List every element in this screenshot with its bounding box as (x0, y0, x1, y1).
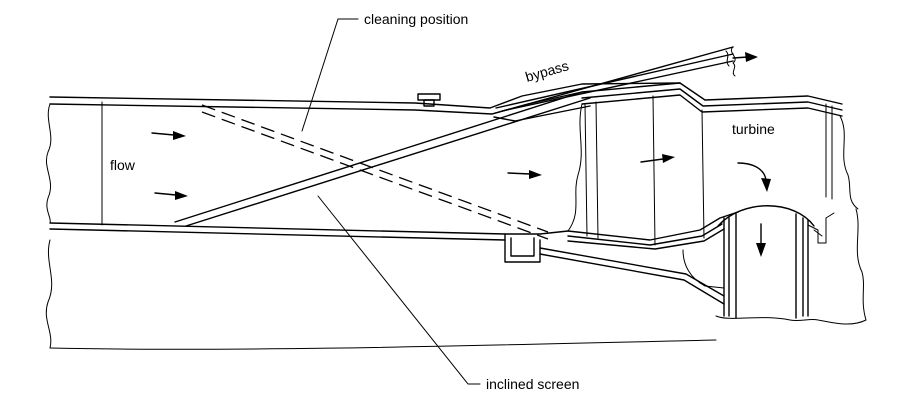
debris-sump (504, 233, 541, 263)
bypass-outlet-arrow (732, 52, 758, 62)
maintenance-hatch (417, 93, 441, 107)
drain-line (539, 247, 725, 305)
channel-bottom-break (49, 339, 717, 350)
turbine-rotation-arrow (737, 162, 771, 192)
bypass-label: bypass (523, 57, 570, 85)
turbine-casing (567, 82, 859, 250)
upstream-break-line-bottom (45, 239, 53, 349)
flow-label: flow (110, 157, 136, 173)
channel-floor (49, 222, 569, 241)
draft-tube (715, 205, 867, 325)
turbine-label: turbine (732, 121, 775, 137)
inclined-screen (174, 91, 591, 227)
flow-arrow-1 (151, 131, 186, 140)
cleaning-position-label: cleaning position (364, 11, 468, 27)
draft-tube-flow-arrow (756, 223, 766, 257)
flow-arrow-3 (507, 170, 542, 179)
screen-cleaning-position (201, 104, 549, 240)
flow-arrow-2 (154, 191, 188, 200)
flow-arrow-4 (640, 154, 675, 163)
inclined-screen-label: inclined screen (486, 376, 579, 392)
inclined-screen-leader (317, 195, 481, 385)
cleaning-position-leader (301, 18, 359, 132)
bypass-pipe (491, 46, 736, 122)
upstream-break-line-top (46, 103, 52, 224)
